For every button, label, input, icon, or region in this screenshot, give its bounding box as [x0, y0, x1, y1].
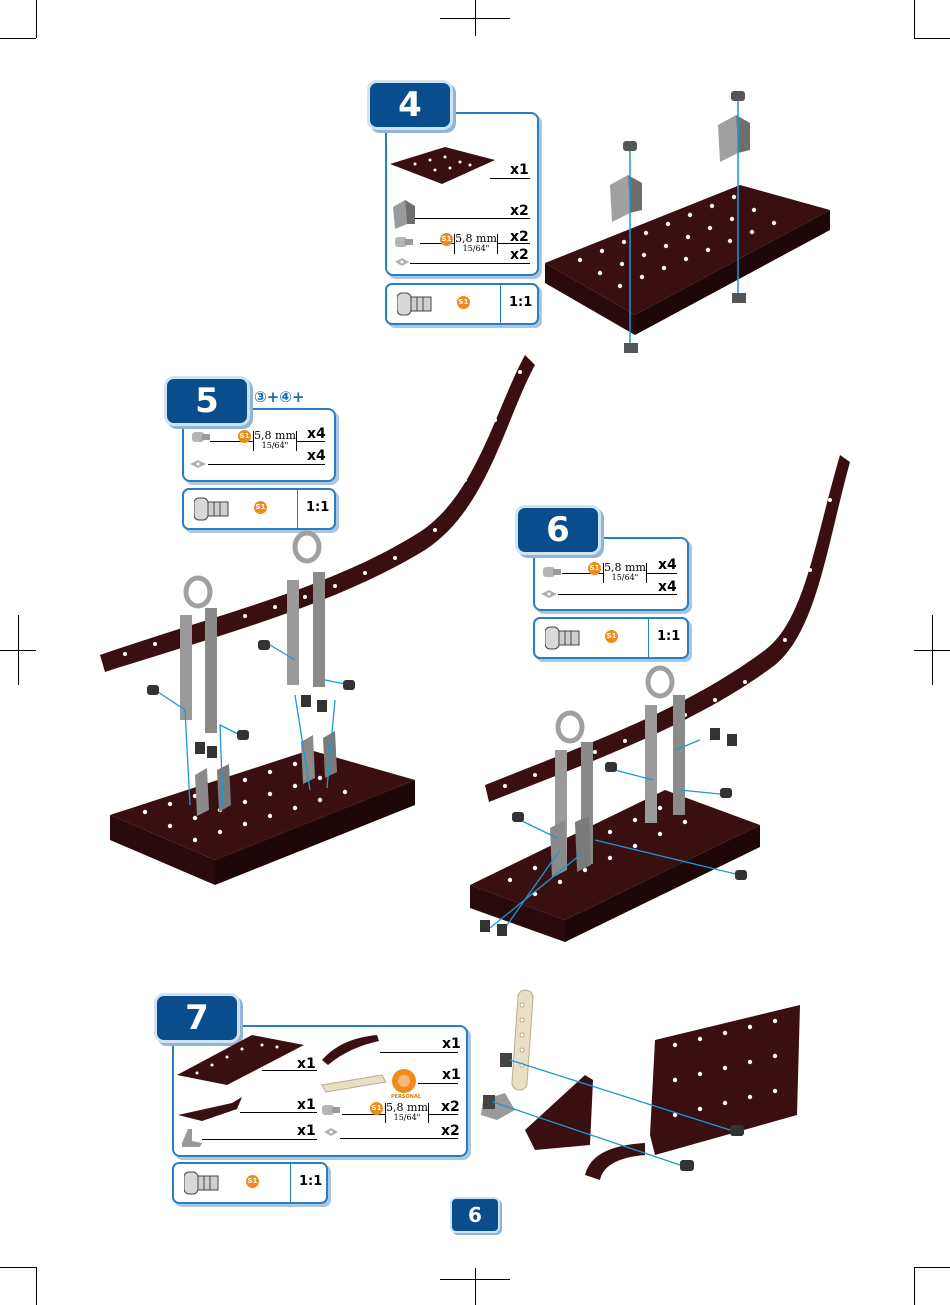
screw-code-marker: S1: [246, 1175, 259, 1188]
part-qty: x1: [297, 1123, 316, 1139]
screw-icon: [395, 237, 413, 247]
part-qty: x1: [297, 1056, 316, 1072]
part-qty: x2: [441, 1123, 460, 1139]
step-4-assembly-illustration: [540, 85, 870, 370]
part-qty: x2: [441, 1099, 460, 1115]
nut-icon: [395, 258, 409, 266]
part-qty: x2: [510, 229, 529, 245]
scale-box: S1 1:1: [172, 1162, 328, 1204]
part-qty: x2: [510, 203, 529, 219]
part-qty: x2: [510, 247, 529, 263]
personal-piece-badge: [392, 1069, 416, 1093]
scale-ratio: 1:1: [509, 295, 532, 310]
curved-strip-icon: [322, 1035, 379, 1065]
flat-strip-icon: [322, 1075, 386, 1092]
triangular-plate-icon: [178, 1097, 242, 1121]
step-6-assembly-illustration: [465, 450, 855, 945]
parts-illustrations: [172, 1025, 464, 1153]
part-qty: x1: [442, 1036, 461, 1052]
part-qty: x1: [297, 1097, 316, 1113]
nut-icon: [324, 1128, 338, 1136]
scale-box: S1 1:1: [385, 283, 539, 325]
angle-bracket-small-icon: [182, 1129, 202, 1147]
screw-actual-size-icon: [397, 291, 437, 317]
scale-ratio: 1:1: [299, 1174, 322, 1189]
part-qty: x1: [510, 162, 529, 178]
angle-bracket-icon: [393, 200, 415, 229]
long-plate-icon: [177, 1035, 304, 1085]
screw-icon: [322, 1105, 340, 1115]
screw-code-marker: S1: [440, 233, 453, 246]
personal-badge-label: PERSONAL: [391, 1094, 421, 1100]
screw-code-marker: S1: [457, 296, 470, 309]
screw-actual-size-icon: [184, 1170, 224, 1196]
part-qty: x1: [442, 1067, 461, 1083]
page-number: 6: [450, 1197, 500, 1233]
screw-code-marker: S1: [370, 1102, 383, 1115]
step-7-assembly-illustration: [475, 985, 810, 1185]
perforated-plate-icon: [390, 147, 495, 184]
